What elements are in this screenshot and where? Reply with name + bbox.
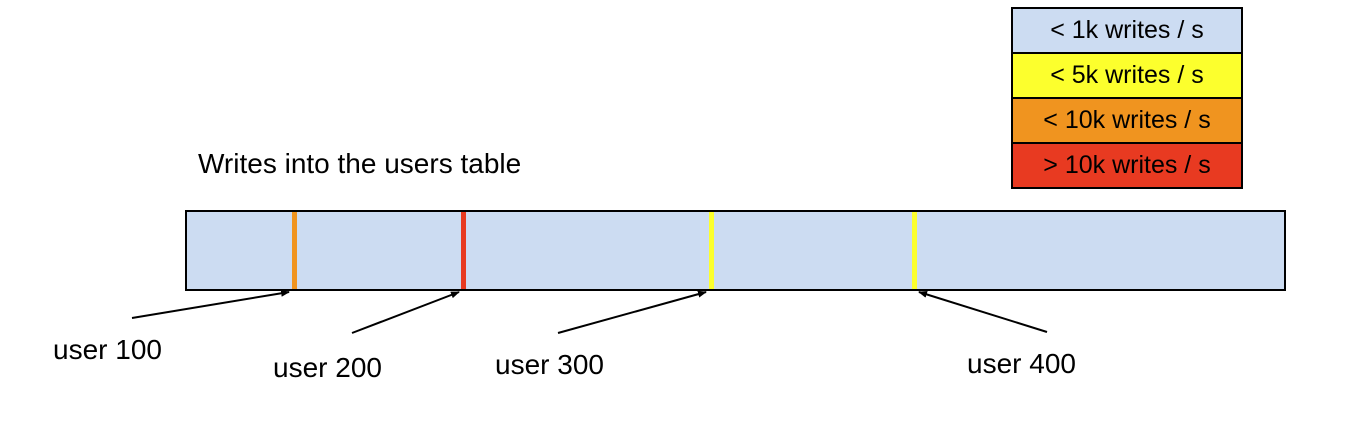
legend-item-label: > 10k writes / s — [1043, 151, 1211, 179]
hotspot-stripe-user-400 — [912, 212, 917, 289]
legend-item-label: < 10k writes / s — [1043, 106, 1211, 134]
legend-item-label: < 1k writes / s — [1050, 16, 1204, 44]
legend: < 1k writes / s < 5k writes / s < 10k wr… — [1011, 7, 1243, 189]
callout-label-user-200: user 200 — [273, 352, 382, 383]
legend-item-gt-10k: > 10k writes / s — [1011, 142, 1243, 189]
hotspot-stripe-user-300 — [709, 212, 714, 289]
callout-label-user-400: user 400 — [967, 348, 1076, 379]
hotspot-stripe-user-100 — [292, 212, 297, 289]
legend-item-label: < 5k writes / s — [1050, 61, 1204, 89]
legend-item-lt-5k: < 5k writes / s — [1011, 52, 1243, 99]
legend-item-lt-1k: < 1k writes / s — [1011, 7, 1243, 54]
callout-label-user-100: user 100 — [53, 334, 162, 365]
diagram-title: Writes into the users table — [198, 148, 522, 179]
hotspot-stripe-user-200 — [461, 212, 466, 289]
arrow-user-200 — [351, 291, 460, 334]
users-table-bar — [185, 210, 1286, 291]
arrow-user-100 — [131, 289, 290, 319]
arrow-user-400 — [918, 291, 1048, 333]
arrow-user-300 — [557, 290, 707, 334]
legend-item-lt-10k: < 10k writes / s — [1011, 97, 1243, 144]
callout-label-user-300: user 300 — [495, 349, 604, 380]
